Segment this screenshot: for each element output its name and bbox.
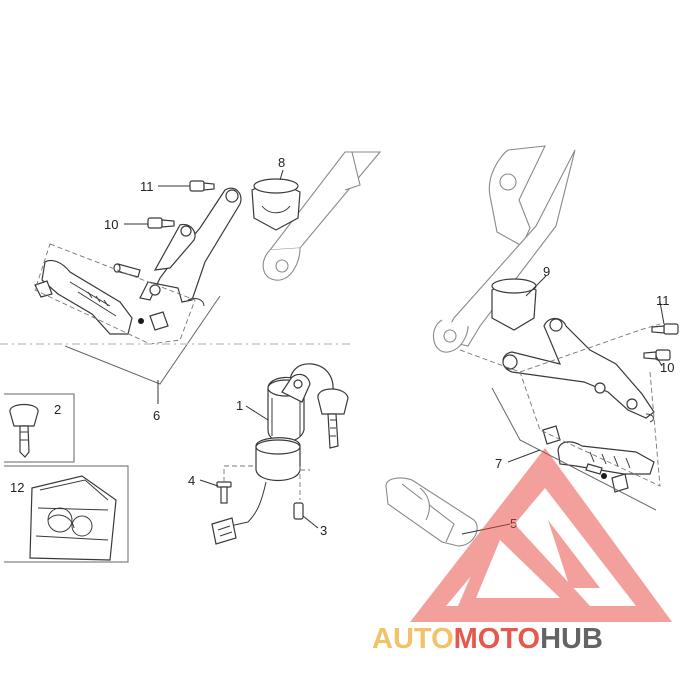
pin-left bbox=[113, 263, 141, 278]
key-card-envelope bbox=[29, 475, 117, 561]
left-footpeg bbox=[34, 259, 169, 335]
bolt-11-left bbox=[189, 180, 215, 192]
callout-11-left: 11 bbox=[140, 179, 154, 194]
watermark-triangle-mark bbox=[410, 448, 672, 622]
ignition-key-b bbox=[317, 388, 349, 449]
right-frame-tube bbox=[432, 145, 576, 353]
callout-10-left: 10 bbox=[104, 217, 118, 232]
bolt-10-left bbox=[147, 217, 175, 229]
ignition-connector bbox=[211, 517, 237, 545]
key-icon bbox=[9, 403, 39, 458]
ignition-dashed-guides bbox=[223, 465, 310, 500]
left-box-line bbox=[64, 295, 221, 385]
right-box-line bbox=[491, 387, 657, 511]
key-card-part-12-box bbox=[4, 465, 129, 563]
callout-8: 8 bbox=[278, 155, 285, 170]
left-assembly-dashed-outline bbox=[34, 243, 196, 345]
callout-9: 9 bbox=[543, 264, 550, 279]
ignition-switch-assembly bbox=[211, 363, 349, 545]
callout-4: 4 bbox=[188, 473, 195, 488]
watermark-moto: MOTO bbox=[454, 623, 540, 655]
callout-7: 7 bbox=[495, 456, 502, 471]
key-part-2-box bbox=[4, 393, 75, 463]
right-footrest-assembly bbox=[385, 145, 679, 547]
left-footrest-bracket bbox=[139, 187, 242, 307]
callout-6: 6 bbox=[153, 408, 160, 423]
bolt-10-right bbox=[643, 349, 671, 361]
clamp-9 bbox=[491, 278, 537, 331]
callout-3: 3 bbox=[320, 523, 327, 538]
right-footrest-bracket bbox=[502, 317, 655, 423]
bolt-11-right bbox=[651, 323, 679, 335]
callout-1: 1 bbox=[236, 398, 243, 413]
ignition-key-a bbox=[281, 373, 311, 403]
clamp-8 bbox=[251, 178, 301, 231]
watermark-auto: AUTO bbox=[372, 623, 454, 655]
watermark-text: AUTOMOTOHUB bbox=[372, 623, 603, 655]
watermark-hub: HUB bbox=[540, 623, 603, 655]
left-footrest-assembly bbox=[0, 151, 382, 385]
callout-11-right: 11 bbox=[656, 293, 670, 308]
rubber-pad-5 bbox=[385, 477, 478, 547]
callout-2: 2 bbox=[54, 402, 61, 417]
callout-numbers: 11 10 8 6 1 2 12 4 3 9 11 10 7 5 bbox=[10, 155, 674, 538]
right-assembly-dashed-outline bbox=[459, 323, 661, 487]
callout-10-right: 10 bbox=[660, 360, 674, 375]
left-frame-tube bbox=[262, 151, 382, 281]
spacer-3 bbox=[293, 502, 304, 520]
callout-12: 12 bbox=[10, 480, 24, 495]
screw-4 bbox=[216, 481, 232, 504]
automotohub-watermark: AUTOMOTOHUB bbox=[372, 448, 672, 655]
ignition-wire bbox=[229, 481, 267, 527]
